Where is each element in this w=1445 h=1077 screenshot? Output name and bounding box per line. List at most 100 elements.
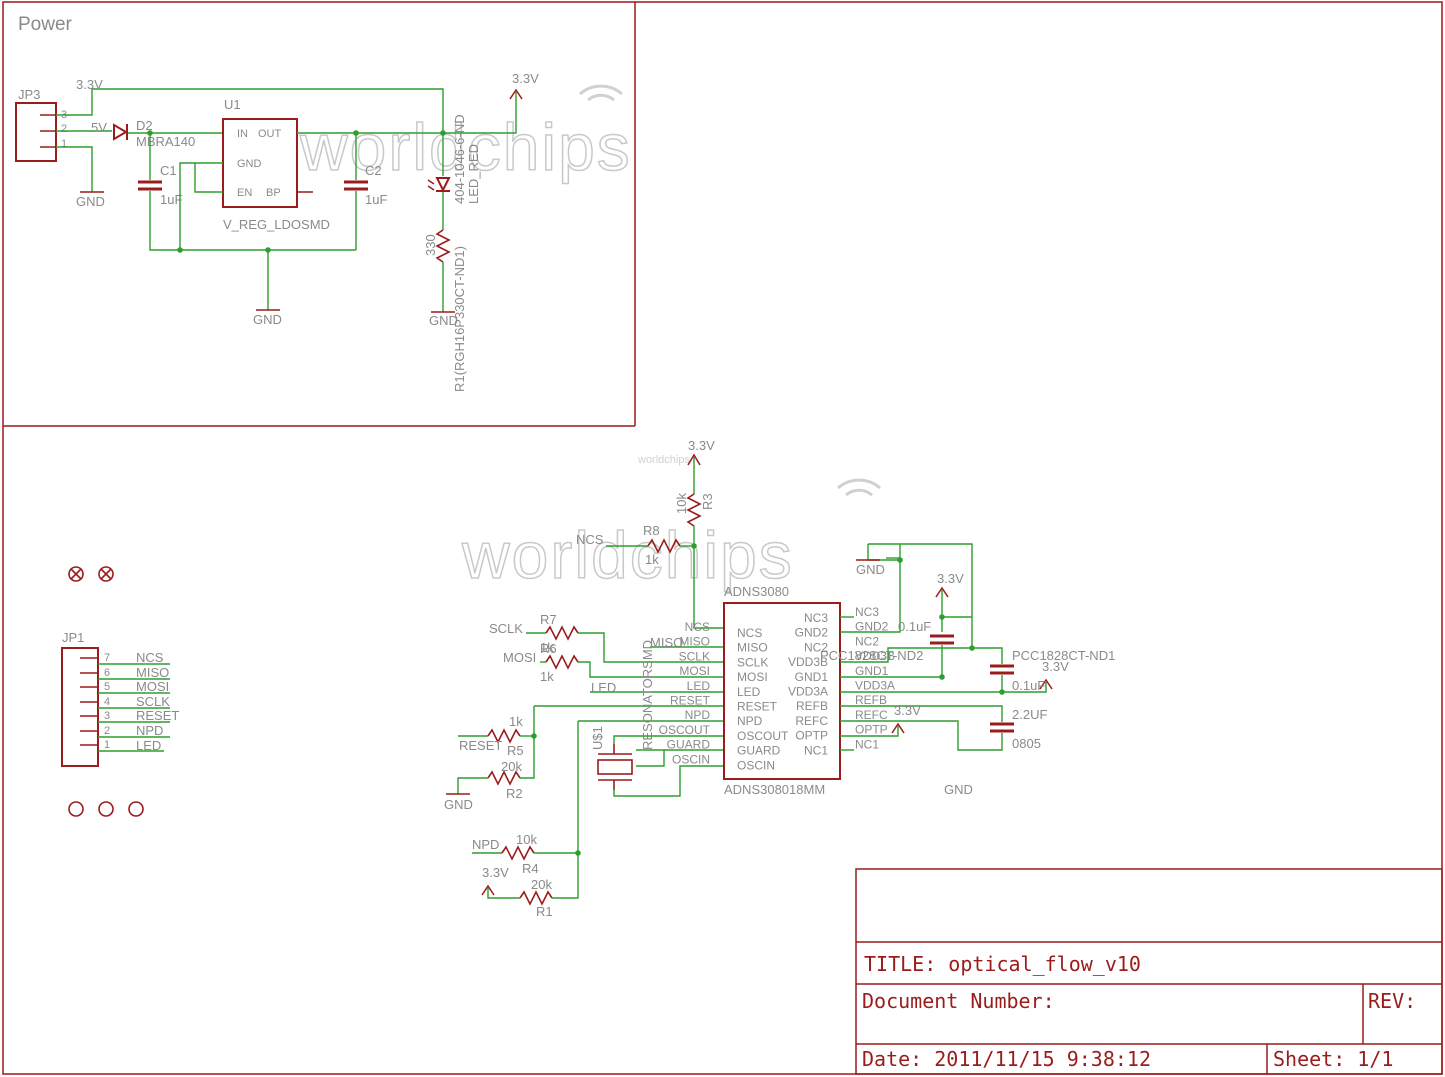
ic-right-pin-vdd3b: VDD3B [788, 655, 828, 669]
ic-right-pin-refc: REFC [795, 714, 828, 728]
ic-left-net-led: LED [687, 679, 711, 693]
gnd-label-right: GND [944, 782, 973, 797]
r6-value: 1k [540, 669, 554, 684]
r2-value: 20k [501, 759, 522, 774]
jp3-pin-1: 1 [61, 138, 67, 150]
r8-value: 1k [645, 552, 659, 567]
ic-adns3080-body [723, 602, 841, 780]
svg-text:RESET: RESET [136, 708, 179, 723]
net-5v: 5V [91, 120, 107, 135]
ic-pin-labels: NCSNCSMISOMISOSCLKSCLKMOSIMOSILEDLEDRESE… [659, 605, 895, 772]
ic-left-net-oscout: OSCOUT [659, 723, 711, 737]
c1-name: C1 [160, 163, 177, 178]
ic-left-net-ncs: NCS [685, 620, 710, 634]
c1-value: 1uF [160, 192, 182, 207]
r1b-value: 20k [531, 877, 552, 892]
jp3-pin-2: 2 [61, 123, 67, 135]
ic-left-net-oscin: OSCIN [672, 752, 710, 766]
rail-3v3-top: 3.3V [76, 77, 103, 92]
r4-value: 10k [516, 832, 537, 847]
ic-right-pin-gnd2: GND2 [795, 626, 829, 640]
ic-right-net-nc3: NC3 [855, 605, 879, 619]
r5-name: R5 [507, 743, 524, 758]
ic-left-pin-led: LED [737, 685, 761, 699]
jp1-pin-6: 6 MISO [80, 665, 169, 680]
r1-name: R1(RGH16P330CT-ND1) [452, 246, 467, 392]
r7-name: R7 [540, 612, 557, 627]
d2-name: D2 [136, 118, 153, 133]
title-block-doc-number: Document Number: [862, 989, 1055, 1013]
svg-text:LED: LED [136, 738, 161, 753]
mounting-holes-x [68, 566, 114, 582]
gnd-label-led: GND [429, 313, 458, 328]
rail-3v3-c: 3.3V [894, 703, 921, 718]
gnd-label-u1: GND [253, 312, 282, 327]
r7-value: 1k [540, 640, 554, 655]
svg-text:6: 6 [104, 667, 110, 679]
watermark-small: worldchips [637, 454, 690, 466]
net-3v3-r1: 3.3V [482, 865, 509, 880]
rail-3v3-b: 3.3V [1042, 659, 1069, 674]
watermark-text-middle: worldchips [461, 518, 794, 592]
svg-text:4: 4 [104, 696, 110, 708]
jp1-body [61, 647, 99, 767]
jp1-pin-5: 5 MOSI [80, 679, 169, 694]
svg-text:NPD: NPD [136, 723, 163, 738]
ic-left-net-guard: GUARD [667, 738, 711, 752]
u1-pin-en: EN [237, 187, 252, 199]
ic-right-net-vdd3b: VDD3B [855, 649, 895, 663]
r2-name: R2 [506, 786, 523, 801]
cap-c-name: 0805 [1012, 736, 1041, 751]
ic-left-net-mosi: MOSI [679, 664, 710, 678]
net-ncs-r8: NCS [576, 532, 604, 547]
svg-text:2: 2 [104, 725, 110, 737]
ic-right-net-refc: REFC [855, 708, 888, 722]
ic-left-pin-oscout: OSCOUT [737, 729, 789, 743]
svg-text:5: 5 [104, 681, 110, 693]
svg-text:MISO: MISO [136, 665, 169, 680]
sensor-section: 3.3V 10k R3 NCS R8 1k SCLK R7 1k MOSI R6… [444, 438, 1115, 919]
title-block-date: Date: 2011/11/15 9:38:12 [862, 1047, 1151, 1071]
power-frame-label: Power [18, 14, 73, 35]
gnd-label-r2: GND [444, 797, 473, 812]
ic-value: ADNS308018MM [724, 782, 825, 797]
c2-name: C2 [365, 163, 382, 178]
u1-name: U1 [224, 97, 241, 112]
svg-text:7: 7 [104, 652, 110, 664]
r3-value: 10k [674, 493, 689, 514]
jp1-pin-2: 2 NPD [80, 723, 163, 738]
net-npd: NPD [472, 837, 499, 852]
jp3-name: JP3 [18, 87, 40, 102]
ic-left-net-npd: NPD [685, 708, 711, 722]
cap-b-value: 0.1uF [1012, 678, 1045, 693]
diode-d2 [113, 123, 128, 141]
ic-left-net-sclk: SCLK [679, 649, 710, 663]
net-miso: MISO [650, 635, 683, 650]
gnd-label-top: GND [856, 562, 885, 577]
c2-value: 1uF [365, 192, 387, 207]
ic-left-pin-npd: NPD [737, 714, 763, 728]
ic-right-pin-nc3: NC3 [804, 611, 828, 625]
ic-right-pin-refb: REFB [796, 699, 828, 713]
watermark-middle: worldchips worldchips [460, 454, 881, 593]
r3-name: R3 [700, 493, 715, 510]
ic-right-pin-optp: OPTP [795, 729, 828, 743]
cap-a-name: PCC1828CT-ND2 [820, 648, 923, 663]
ic-left-net-miso: MISO [679, 635, 710, 649]
ic-left-pin-miso: MISO [737, 641, 768, 655]
ic-name: ADNS3080 [724, 584, 789, 599]
svg-text:MOSI: MOSI [136, 679, 169, 694]
ic-left-net-reset: RESET [670, 694, 711, 708]
u1-pin-gnd: GND [237, 158, 262, 170]
cap-b-name: PCC1828CT-ND1 [1012, 648, 1115, 663]
net-led: LED [591, 680, 616, 695]
ic-right-pin-vdd3a: VDD3A [788, 685, 828, 699]
watermark-text-top: worldchips [299, 110, 632, 184]
sensor-rail-3v3: 3.3V [688, 438, 715, 453]
jp3-body [15, 102, 57, 162]
rail-3v3-right: 3.3V [512, 71, 539, 86]
ic-right-pin-gnd1: GND1 [795, 670, 829, 684]
